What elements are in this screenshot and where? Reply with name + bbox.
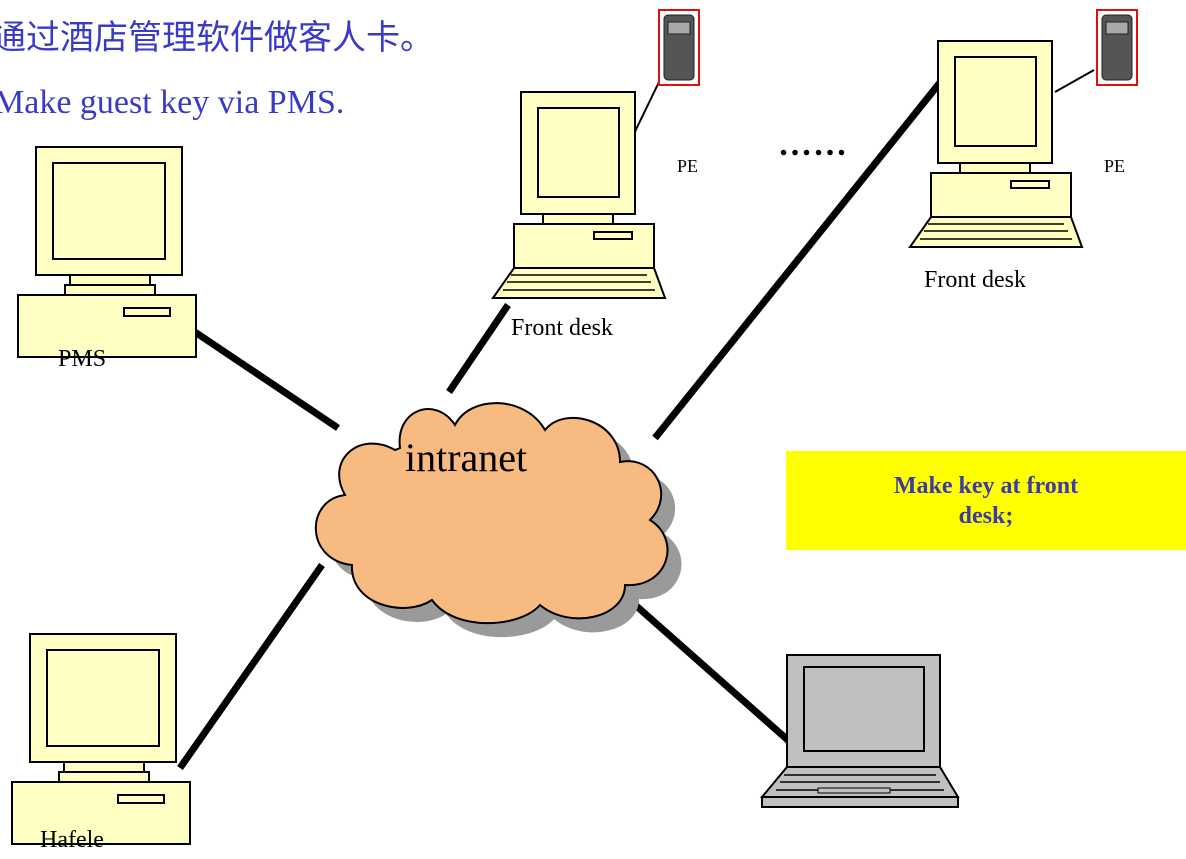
front-desk-label-2: Front desk [924,267,1026,293]
title-english: Make guest key via PMS. [0,84,345,121]
intranet-label: intranet [405,435,528,480]
title-chinese: 通过酒店管理软件做客人卡。 [0,20,434,57]
ellipsis: …… [778,126,848,163]
laptop-icon [759,654,960,808]
hafele-label: Hafele [40,827,104,853]
note-box: Make key at front desk; [786,451,1186,550]
pe-label-1: PE [677,157,699,175]
link-front-desk-1 [446,303,511,394]
link-hafele [177,562,325,771]
cloud-icon [314,402,682,638]
reader-wire-2 [1054,69,1095,93]
desktop-computer-icon [909,40,1083,248]
pe-label-2: PE [1104,157,1126,175]
front-desk-label-1: Front desk [511,315,613,341]
link-pms [178,319,340,431]
desktop-computer-icon [11,633,191,845]
desktop-computer-icon [17,146,197,358]
card-reader-icon [658,9,700,86]
pms-label: PMS [58,346,107,372]
note-text: Make key at front desk; [893,472,1079,529]
card-reader-icon [1096,9,1138,86]
link-front-desk-2 [652,77,945,441]
